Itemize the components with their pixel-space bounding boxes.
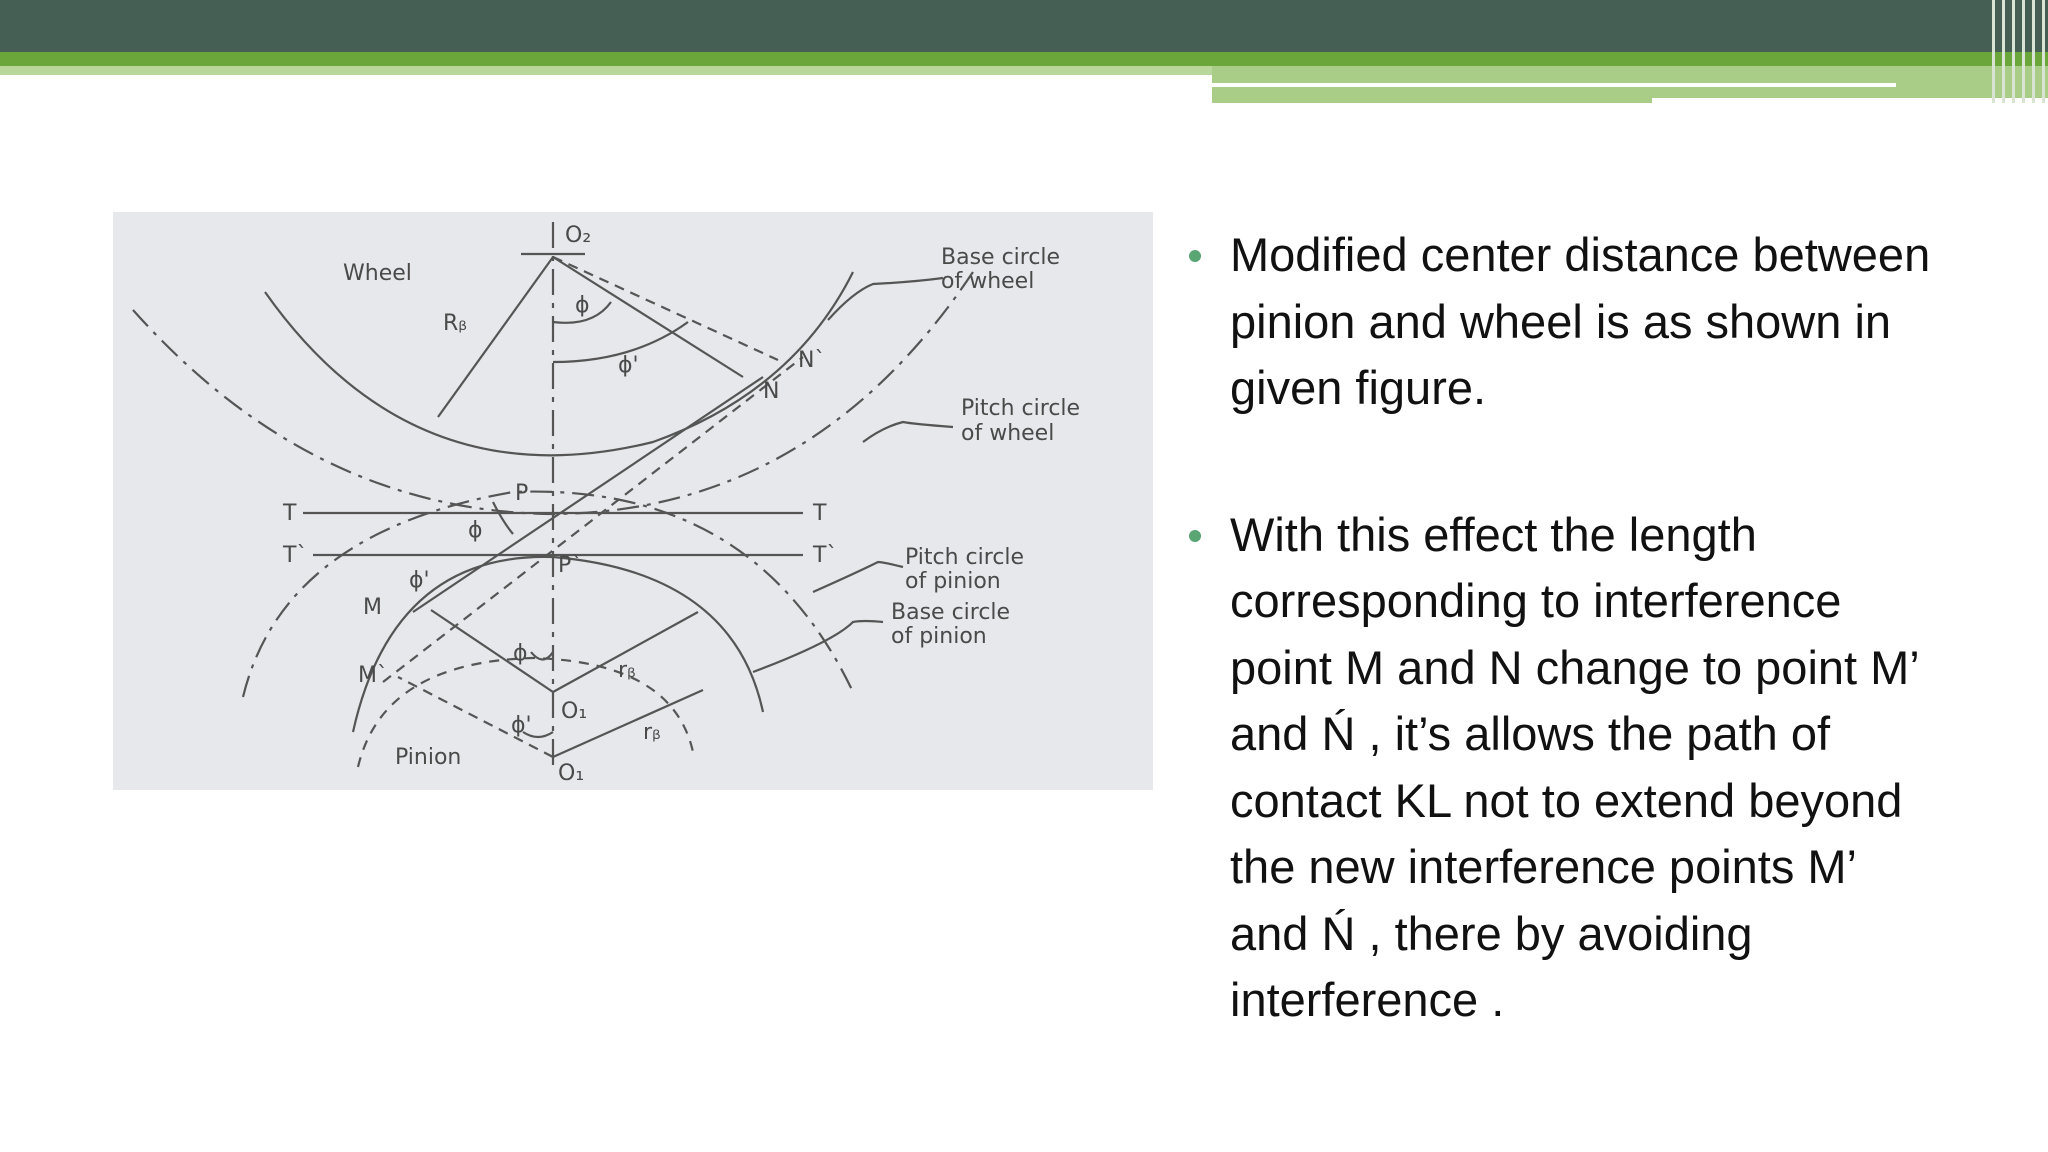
label-base-circle-pinion-2: of pinion: [891, 624, 987, 649]
label-rb-lower-1: rᵦ: [618, 658, 636, 683]
label-base-circle-pinion-1: Base circle: [891, 600, 1010, 625]
label-p: P: [515, 481, 528, 506]
label-t-right: T: [812, 501, 827, 526]
phi-arc-lower: [530, 651, 554, 661]
o1-to-m-line: [430, 609, 554, 693]
gear-interference-figure: O₂ Wheel Rᵦ ϕ ϕ' Base circle of wheel N`…: [113, 212, 1153, 790]
header-stripes: [1988, 0, 2048, 103]
bullet-dot-icon: [1189, 529, 1201, 542]
label-n-prime: N`: [798, 348, 825, 373]
label-phi-upper: ϕ: [575, 293, 590, 318]
lower-o1-to-m-prime-line: [397, 676, 554, 758]
label-base-circle-wheel-2: of wheel: [941, 269, 1034, 294]
bullet-text: Modified center distance between pinion …: [1230, 228, 1931, 414]
label-pitch-circle-pinion-1: Pitch circle: [905, 545, 1024, 570]
label-phi-prime-left: ϕ': [409, 568, 430, 593]
bullet-dot-icon: [1189, 250, 1201, 262]
lower-o1-radius: [552, 688, 704, 759]
phi-arc-upper: [552, 301, 612, 324]
pitch-wheel-leader: [862, 420, 954, 443]
phi-prime-arc-upper: [552, 321, 689, 364]
label-o1-upper: O₁: [561, 699, 587, 724]
label-t-prime-left: T`: [282, 543, 307, 568]
modified-line-of-action: [382, 356, 804, 683]
pinion-modified-circle: [356, 656, 695, 768]
wheel-radius: [437, 256, 554, 418]
base-pinion-leader: [752, 619, 884, 674]
wheel-base-circle: [264, 271, 854, 457]
phi-arc-left: [492, 501, 514, 535]
gear-diagram: O₂ Wheel Rᵦ ϕ ϕ' Base circle of wheel N`…: [132, 222, 1080, 786]
label-rb-upper: Rᵦ: [443, 311, 467, 336]
bullet-list: Modified center distance between pinion …: [1186, 222, 1946, 1048]
pitch-pinion-leader: [812, 560, 904, 594]
o2-to-n-prime-line: [552, 255, 779, 362]
label-m-prime: M`: [358, 663, 388, 688]
base-wheel-leader: [827, 276, 944, 321]
label-pinion: Pinion: [395, 745, 461, 770]
header-accent-band: [0, 52, 2048, 66]
label-o1-lower: O₁: [558, 761, 584, 786]
label-phi-prime-lower: ϕ': [511, 713, 532, 738]
header-divider-line: [1212, 83, 1896, 87]
bullet-text: With this effect the length correspondin…: [1230, 507, 1918, 1027]
o2-to-n-line: [552, 256, 744, 378]
label-n: N: [763, 379, 779, 404]
label-base-circle-wheel-1: Base circle: [941, 245, 1060, 270]
header-accent-thin-band: [0, 66, 1212, 75]
label-p-prime: P`: [558, 553, 582, 578]
line-of-action: [412, 376, 764, 613]
label-rb-lower-2: rᵦ: [643, 720, 661, 745]
pinion-pitch-circle: [241, 490, 854, 698]
label-pitch-circle-wheel-1: Pitch circle: [961, 396, 1080, 421]
phi-prime-arc-lower: [522, 731, 554, 739]
bullet-item: Modified center distance between pinion …: [1186, 222, 1946, 422]
label-t-prime-right: T`: [812, 543, 837, 568]
bullet-item: With this effect the length correspondin…: [1186, 502, 1946, 1034]
label-phi-prime-upper: ϕ': [618, 353, 639, 378]
label-phi-lower: ϕ: [513, 641, 528, 666]
label-pitch-circle-pinion-2: of pinion: [905, 569, 1001, 594]
label-o2: O₂: [565, 223, 591, 248]
header-divider-line-short: [1652, 98, 2048, 103]
label-wheel: Wheel: [343, 261, 412, 286]
label-pitch-circle-wheel-2: of wheel: [961, 421, 1054, 446]
o1-radius: [552, 611, 699, 693]
header-bar: [0, 0, 2048, 52]
label-m: M: [363, 595, 382, 620]
label-t-left: T: [282, 501, 297, 526]
label-phi-left: ϕ: [468, 518, 483, 543]
